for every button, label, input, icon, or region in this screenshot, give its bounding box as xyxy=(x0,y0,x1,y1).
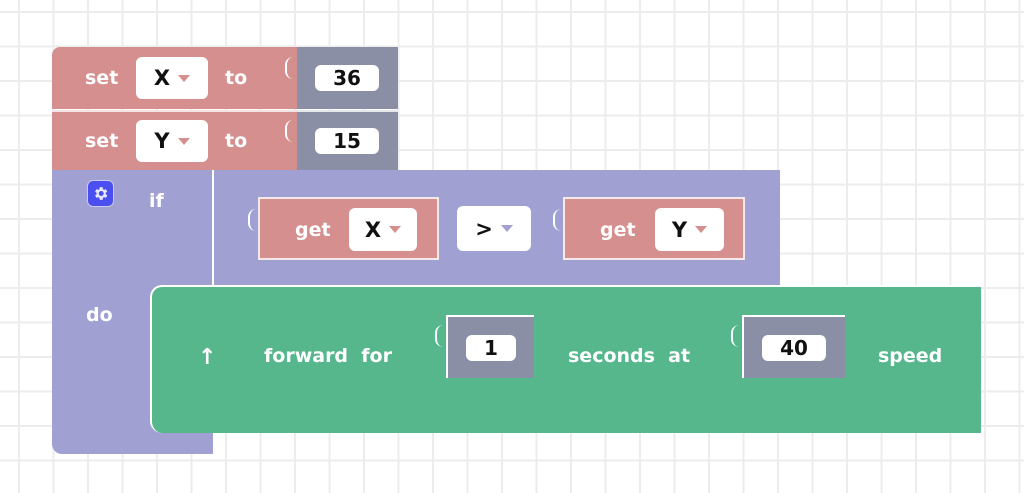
set-x-value-block[interactable]: 36 xyxy=(285,47,398,109)
chevron-down-icon xyxy=(389,226,402,233)
do-label: do xyxy=(86,304,113,326)
get-y-block[interactable]: get Y xyxy=(553,197,745,260)
set-y-block[interactable]: set Y to xyxy=(52,110,298,170)
speed-value-block[interactable]: 40 xyxy=(731,315,845,378)
puzzle-tab xyxy=(248,209,260,231)
set-x-variable-name: X xyxy=(153,66,171,90)
set-y-variable-name: Y xyxy=(154,129,170,153)
set-y-value-field[interactable]: 15 xyxy=(315,128,379,154)
set-x-to-label: to xyxy=(225,67,248,89)
forward-block[interactable]: ↑ forward for 1 seconds at 40 speed xyxy=(150,285,981,433)
get-y-keyword: get xyxy=(600,219,636,241)
set-x-keyword: set xyxy=(85,67,119,89)
chevron-down-icon xyxy=(178,74,191,82)
set-y-value-block[interactable]: 15 xyxy=(285,110,398,170)
seconds-at-label: seconds at xyxy=(568,345,691,367)
chevron-down-icon xyxy=(177,137,190,145)
speed-label: speed xyxy=(878,345,943,367)
get-x-keyword: get xyxy=(295,219,331,241)
get-x-block[interactable]: get X xyxy=(248,197,439,260)
set-y-keyword: set xyxy=(85,130,119,152)
puzzle-tab xyxy=(435,325,447,347)
puzzle-tab xyxy=(553,209,565,231)
set-x-value-field[interactable]: 36 xyxy=(315,65,379,91)
gear-button[interactable] xyxy=(87,180,114,207)
set-y-variable-dropdown[interactable]: Y xyxy=(136,120,208,162)
puzzle-tab xyxy=(731,325,743,347)
operator-value: > xyxy=(475,216,493,241)
get-y-variable-name: Y xyxy=(671,217,688,242)
set-x-block[interactable]: set X to xyxy=(52,47,298,109)
seconds-value-field[interactable]: 1 xyxy=(466,335,516,361)
chevron-down-icon xyxy=(500,225,513,232)
speed-value-field[interactable]: 40 xyxy=(762,335,826,361)
operator-dropdown[interactable]: > xyxy=(457,206,531,251)
seconds-value-block[interactable]: 1 xyxy=(435,315,534,378)
get-y-variable-dropdown[interactable]: Y xyxy=(655,208,724,251)
if-label: if xyxy=(149,190,164,212)
gear-icon xyxy=(95,187,108,200)
set-x-variable-dropdown[interactable]: X xyxy=(136,57,208,99)
set-y-to-label: to xyxy=(225,130,248,152)
arrow-up-icon: ↑ xyxy=(198,345,217,370)
chevron-down-icon xyxy=(695,226,708,233)
forward-for-label: forward for xyxy=(264,345,392,367)
get-x-variable-dropdown[interactable]: X xyxy=(349,208,417,251)
get-x-variable-name: X xyxy=(364,217,382,242)
puzzle-tab xyxy=(285,57,297,79)
puzzle-tab xyxy=(285,120,297,142)
